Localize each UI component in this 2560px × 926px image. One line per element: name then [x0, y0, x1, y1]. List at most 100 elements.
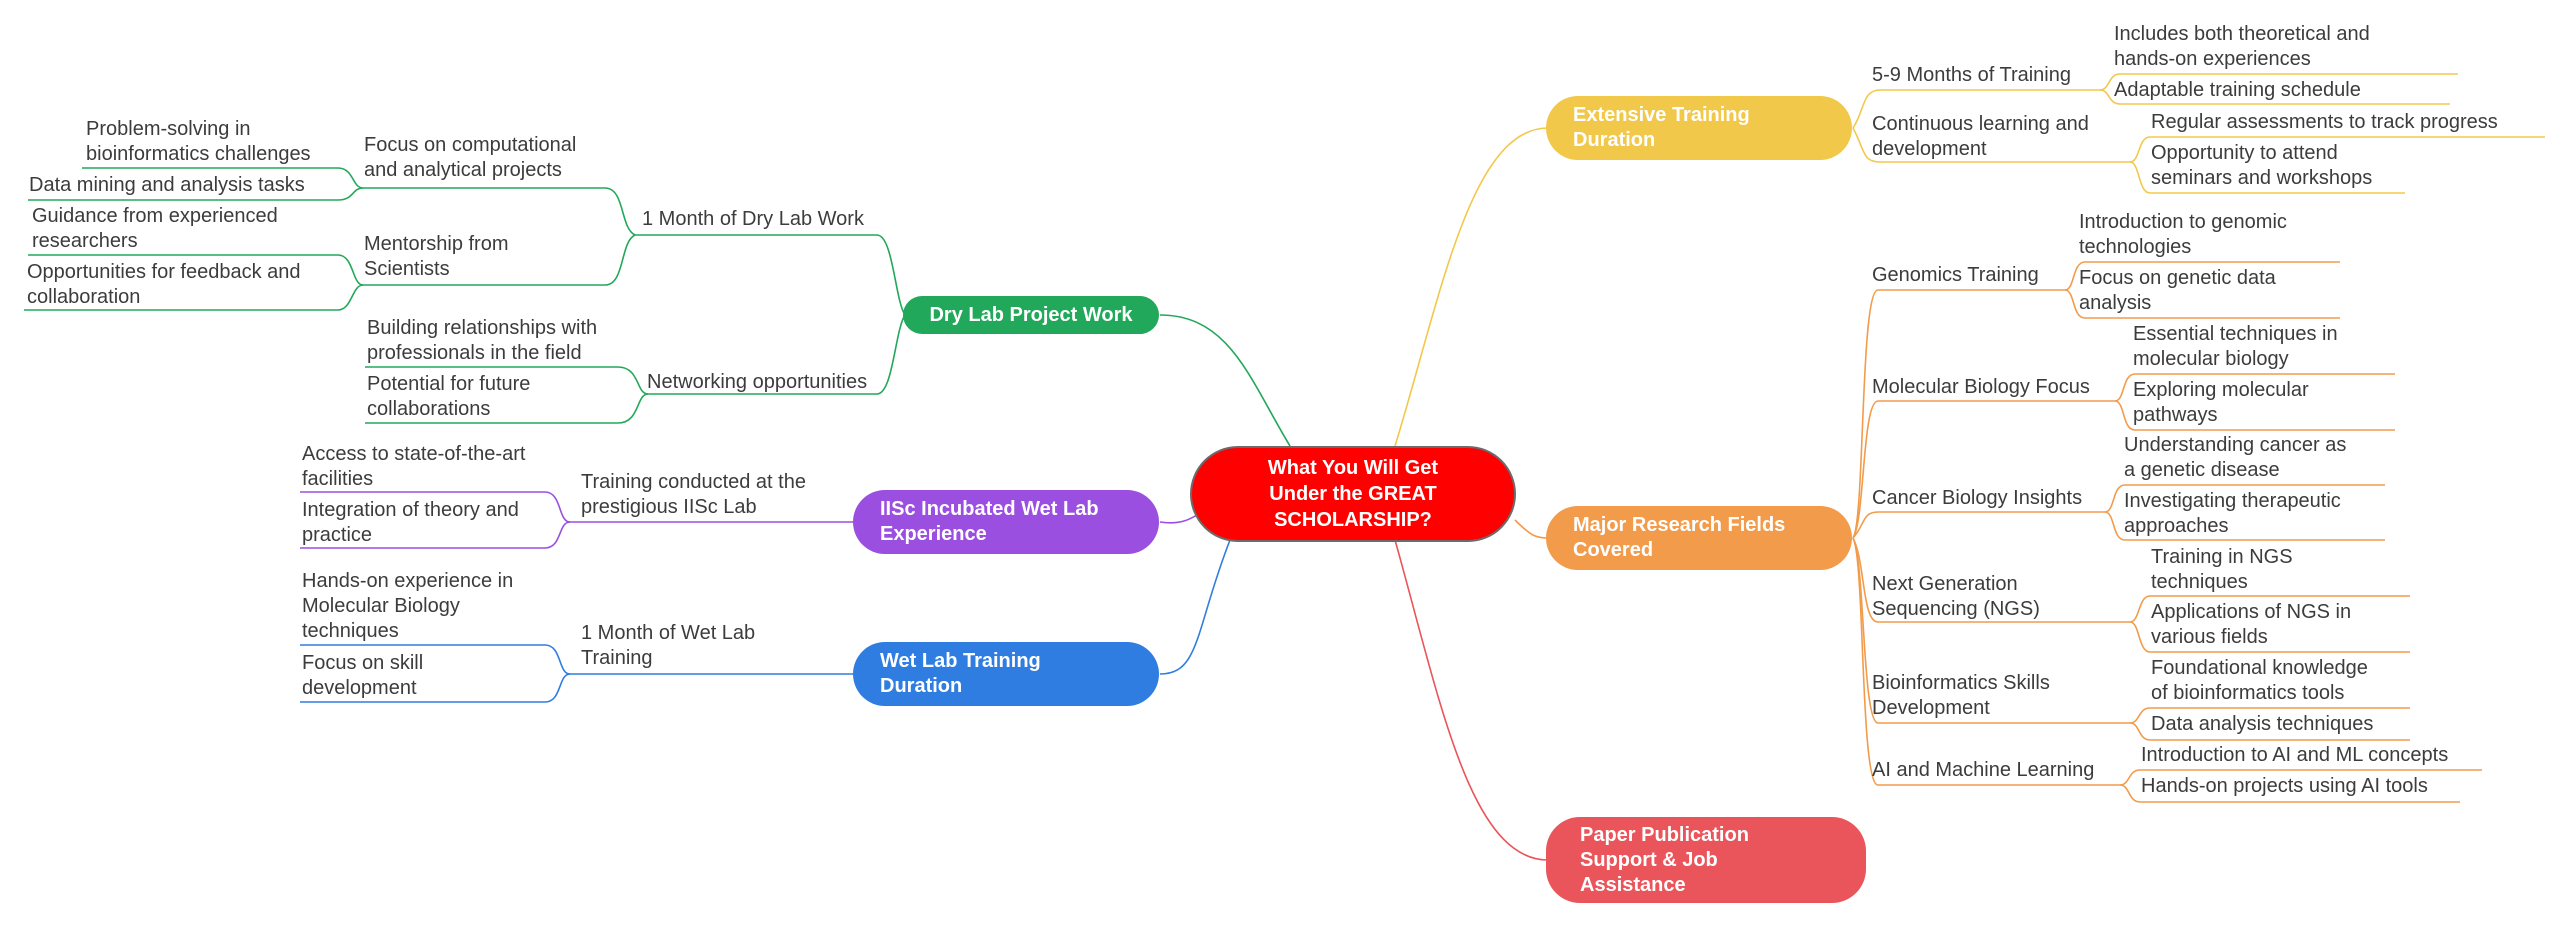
incubated-leaf-2-line-2: practice	[302, 524, 373, 546]
research-ai-leaf-2[interactable]: Hands-on projects using AI tools	[2141, 774, 2428, 799]
branch-major-research[interactable]: Major Research Fields Covered	[1546, 506, 1852, 570]
research-cancer-leaf-1-line-2: a genetic disease	[2124, 459, 2280, 481]
connector-ai-leaf1	[2119, 769, 2482, 786]
research-ngs-leaf-2[interactable]: Applications of NGS in various fields	[2151, 600, 2351, 650]
research-cancer-node[interactable]: Cancer Biology Insights	[1872, 486, 2082, 511]
training-continuous-leaf-1[interactable]: Regular assessments to track progress	[2151, 110, 2498, 135]
connector-cancer-leaf1	[2104, 484, 2385, 513]
dry-network-leaf-2-line-1: Potential for future	[367, 373, 531, 395]
training-continuous-leaf-1-text: Regular assessments to track progress	[2151, 111, 2498, 133]
training-months-leaf-1[interactable]: Includes both theoretical and hands-on e…	[2114, 22, 2370, 72]
research-genomics-node[interactable]: Genomics Training	[1872, 263, 2039, 288]
research-genomics-leaf-1-line-2: technologies	[2079, 236, 2192, 258]
connector-root-research	[1514, 519, 1549, 539]
branch-incubated-wet-lab[interactable]: IISc Incubated Wet Lab Experience	[853, 490, 1159, 554]
dry-mentor-node[interactable]: Mentorship from Scientists	[364, 232, 509, 282]
research-genomics-leaf-1[interactable]: Introduction to genomic technologies	[2079, 210, 2287, 260]
research-molbio-node[interactable]: Molecular Biology Focus	[1872, 375, 2090, 400]
research-cancer-leaf-2[interactable]: Investigating therapeutic approaches	[2124, 489, 2341, 539]
dry-focus-leaf-1-line-1: Problem-solving in	[86, 118, 251, 140]
research-ngs-label-1: Next Generation	[1872, 573, 2018, 595]
incubated-leaf-2[interactable]: Integration of theory and practice	[302, 498, 519, 548]
research-molbio-leaf-1-line-2: molecular biology	[2133, 348, 2289, 370]
root-node[interactable]: What You Will Get Under the GREAT SCHOLA…	[1190, 446, 1516, 542]
training-months-node[interactable]: 5-9 Months of Training	[1872, 63, 2071, 88]
incubated-leaf-1-line-1: Access to state-of-the-art	[302, 443, 526, 465]
branch-wet-label-2: Duration	[880, 675, 963, 697]
dry-focus-label-1: Focus on computational	[364, 134, 577, 156]
dry-focus-label-2: and analytical projects	[364, 159, 562, 181]
dry-focus-leaf-2[interactable]: Data mining and analysis tasks	[29, 173, 305, 198]
research-ngs-leaf-1[interactable]: Training in NGS techniques	[2151, 545, 2293, 595]
connector-focus-leaf1	[82, 167, 364, 189]
wet-leaf-2[interactable]: Focus on skill development	[302, 651, 423, 701]
branch-paper-label-1: Paper Publication	[1580, 823, 1749, 846]
dry-month-node[interactable]: 1 Month of Dry Lab Work	[642, 207, 864, 232]
research-ai-leaf-1-text: Introduction to AI and ML concepts	[2141, 744, 2449, 766]
research-genomics-leaf-2[interactable]: Focus on genetic data analysis	[2079, 266, 2276, 316]
incubated-leaf-1[interactable]: Access to state-of-the-art facilities	[302, 442, 525, 492]
research-ngs-leaf-2-line-1: Applications of NGS in	[2151, 601, 2352, 623]
dry-mentor-leaf-2-line-2: collaboration	[27, 286, 141, 308]
branch-extensive-training[interactable]: Extensive Training Duration	[1546, 96, 1852, 160]
connector-research-genomics	[1852, 289, 2065, 539]
research-cancer-label: Cancer Biology Insights	[1872, 487, 2083, 509]
connector-dry-network	[648, 314, 906, 395]
research-ai-leaf-1[interactable]: Introduction to AI and ML concepts	[2141, 743, 2448, 768]
connector-months-leaf2	[2099, 89, 2450, 105]
wet-leaf-2-line-1: Focus on skill	[302, 652, 424, 674]
branch-paper-label-3: Assistance	[1580, 873, 1686, 896]
connector-genomics-leaf2	[2064, 289, 2340, 319]
training-months-leaf-2-text: Adaptable training schedule	[2114, 79, 2361, 101]
connector-molbio-leaf1	[2114, 373, 2395, 402]
branch-paper-publication[interactable]: Paper Publication Support & Job Assistan…	[1546, 817, 1866, 903]
connector-training-months	[1852, 89, 2100, 129]
incubated-sub-node[interactable]: Training conducted at the prestigious II…	[581, 470, 806, 520]
connector-mentor-leaf1	[28, 254, 364, 286]
research-molbio-leaf-1-line-1: Essential techniques in	[2133, 323, 2338, 345]
connector-focus-leaf2	[28, 187, 364, 201]
connector-cancer-leaf2	[2104, 511, 2385, 541]
wet-leaf-1[interactable]: Hands-on experience in Molecular Biology…	[302, 569, 513, 644]
connector-root-wet	[1159, 539, 1231, 675]
dry-mentor-label-1: Mentorship from	[364, 233, 509, 255]
connector-ai-leaf2	[2119, 784, 2460, 803]
branch-dry-lab[interactable]: Dry Lab Project Work	[903, 296, 1159, 334]
research-ai-node[interactable]: AI and Machine Learning	[1872, 758, 2094, 783]
dry-focus-leaf-1[interactable]: Problem-solving in bioinformatics challe…	[86, 117, 311, 167]
wet-sub-node[interactable]: 1 Month of Wet Lab Training	[581, 621, 755, 671]
dry-network-leaf-1[interactable]: Building relationships with professional…	[367, 316, 597, 366]
training-months-leaf-2[interactable]: Adaptable training schedule	[2114, 78, 2361, 103]
wet-leaf-1-line-2: Molecular Biology	[302, 595, 460, 617]
research-bioinf-node[interactable]: Bioinformatics Skills Development	[1872, 671, 2050, 721]
training-continuous-leaf-2[interactable]: Opportunity to attend seminars and works…	[2151, 141, 2372, 191]
dry-network-node[interactable]: Networking opportunities	[647, 370, 867, 395]
research-bioinf-leaf-1[interactable]: Foundational knowledge of bioinformatics…	[2151, 656, 2368, 706]
research-cancer-leaf-2-line-1: Investigating therapeutic	[2124, 490, 2341, 512]
research-genomics-leaf-2-line-1: Focus on genetic data	[2079, 267, 2276, 289]
dry-network-leaf-2[interactable]: Potential for future collaborations	[367, 372, 530, 422]
connector-ngs-leaf2	[2129, 621, 2410, 653]
research-ngs-leaf-1-line-2: techniques	[2151, 571, 2248, 593]
dry-mentor-leaf-2[interactable]: Opportunities for feedback and collabora…	[27, 260, 301, 310]
connector-molbio-leaf2	[2114, 400, 2395, 431]
research-molbio-label: Molecular Biology Focus	[1872, 376, 2090, 398]
dry-network-leaf-2-line-2: collaborations	[367, 398, 491, 420]
branch-incubated-label-2: Experience	[880, 523, 987, 545]
connector-training-continuous	[1852, 127, 2130, 163]
wet-leaf-1-line-3: techniques	[302, 620, 399, 642]
research-bioinf-leaf-2[interactable]: Data analysis techniques	[2151, 712, 2373, 737]
dry-network-leaf-1-line-1: Building relationships with	[367, 317, 598, 339]
research-molbio-leaf-1[interactable]: Essential techniques in molecular biolog…	[2133, 322, 2338, 372]
incubated-leaf-1-line-2: facilities	[302, 468, 374, 490]
training-continuous-node[interactable]: Continuous learning and development	[1872, 112, 2089, 162]
research-molbio-leaf-2[interactable]: Exploring molecular pathways	[2133, 378, 2309, 428]
dry-mentor-label-2: Scientists	[364, 258, 450, 280]
research-genomics-leaf-2-line-2: analysis	[2079, 292, 2152, 314]
dry-focus-node[interactable]: Focus on computational and analytical pr…	[364, 133, 576, 183]
research-cancer-leaf-1[interactable]: Understanding cancer as a genetic diseas…	[2124, 433, 2346, 483]
dry-mentor-leaf-1[interactable]: Guidance from experienced researchers	[32, 204, 278, 254]
research-ngs-node[interactable]: Next Generation Sequencing (NGS)	[1872, 572, 2040, 622]
research-bioinf-leaf-1-line-2: of bioinformatics tools	[2151, 682, 2345, 704]
branch-wet-lab-training[interactable]: Wet Lab Training Duration	[853, 642, 1159, 706]
